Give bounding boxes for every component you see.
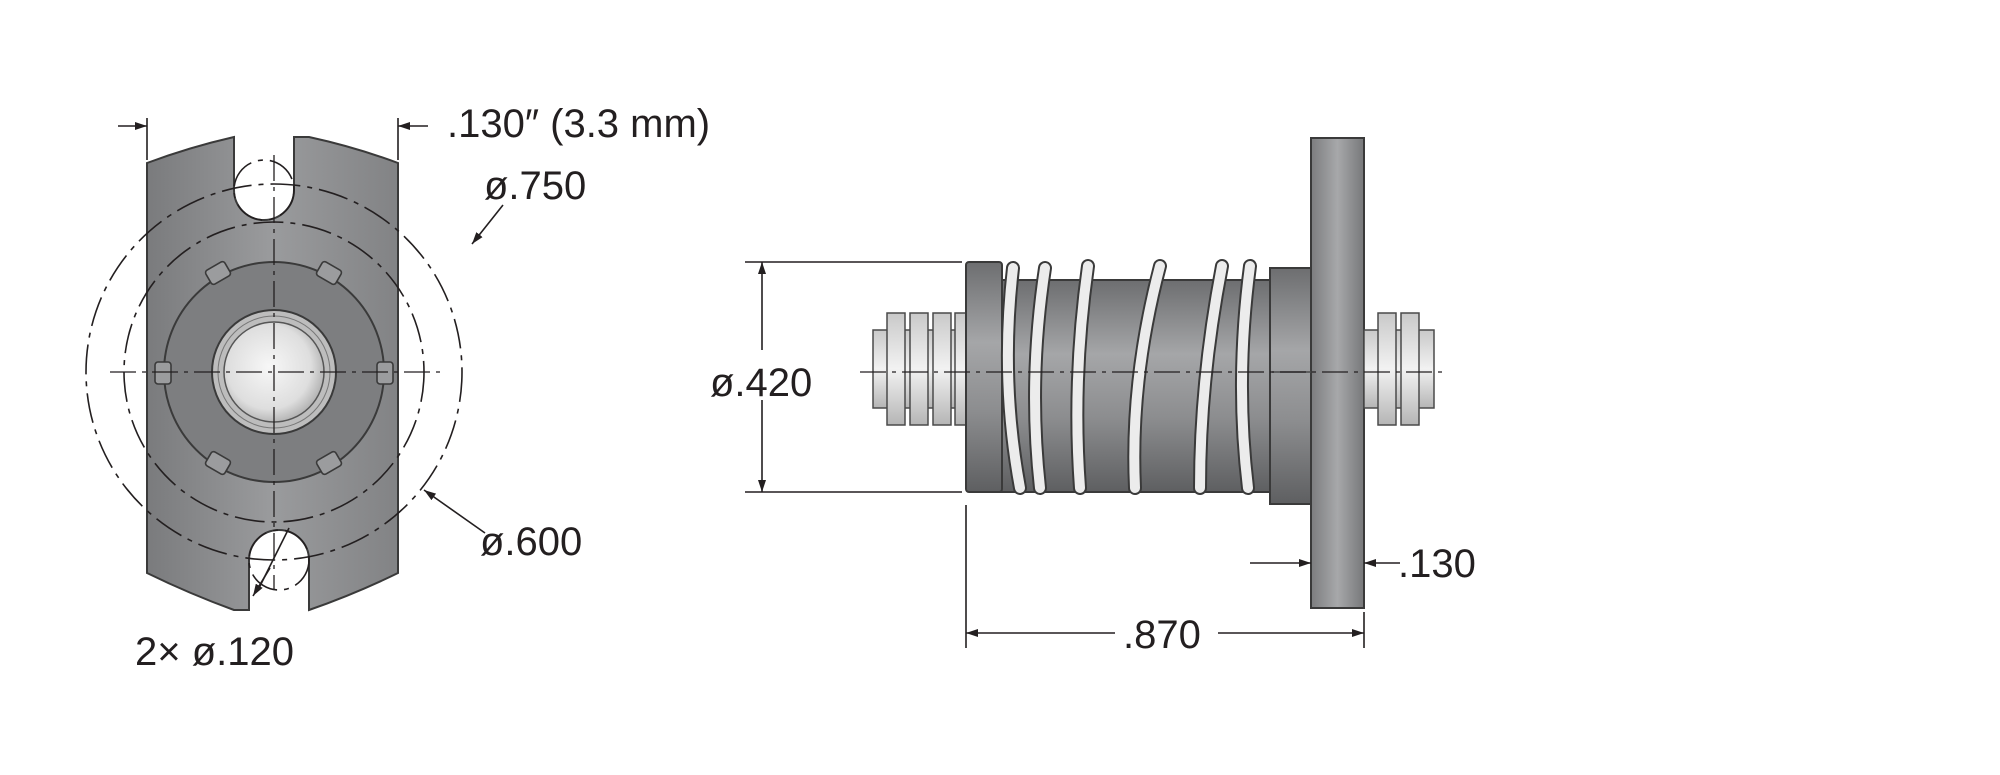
anti-backlash-spring <box>1000 259 1257 495</box>
hub-tabs <box>154 260 394 476</box>
body-diameter-label: ø.420 <box>710 361 812 405</box>
side-view: ø.420 .130 .870 <box>710 137 1476 657</box>
front-view: .130″ (3.3 mm) ø.750 ø.600 2× ø.120 <box>85 102 710 674</box>
nut-end-cap <box>965 261 1003 493</box>
slot-circle-bottom <box>248 529 310 591</box>
nut-neck <box>1269 267 1312 505</box>
inner-diameter-label: ø.600 <box>480 520 582 564</box>
outer-diameter-circle <box>85 183 463 561</box>
flange-thickness-label: .130 <box>1398 542 1476 586</box>
outer-diameter-label: ø.750 <box>484 164 586 208</box>
lead-screw-left <box>872 312 974 426</box>
flange <box>1310 137 1365 609</box>
slot-diameter-label: 2× ø.120 <box>135 630 294 674</box>
slot-circle-top <box>233 159 295 221</box>
flat-width-label: .130″ (3.3 mm) <box>447 102 710 146</box>
overall-length-label: .870 <box>1123 613 1201 657</box>
lead-screw-right <box>1363 312 1435 426</box>
